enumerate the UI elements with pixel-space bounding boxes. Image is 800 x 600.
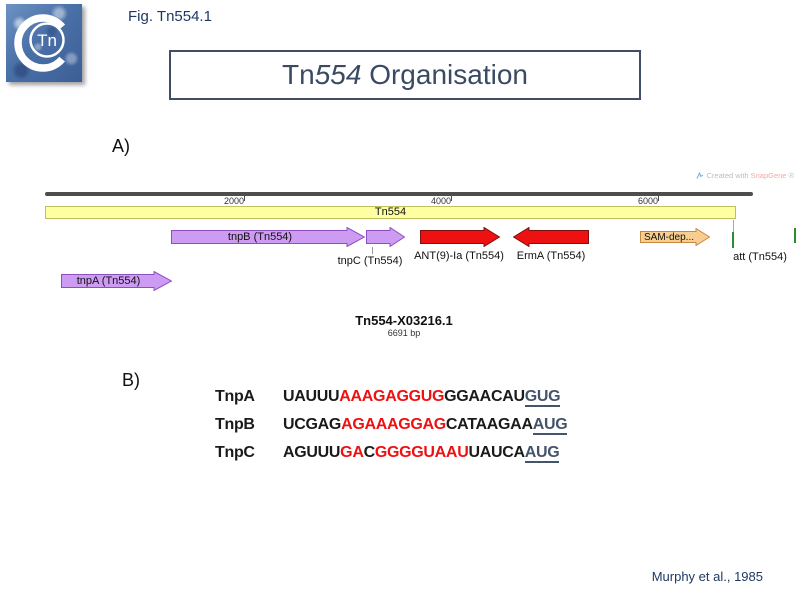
sequence-length-label: 6691 bp [387,328,421,338]
accession-label: Tn554-X03216.1 [355,313,453,328]
ruler-tick-4000: 4000 [431,195,453,206]
att-leader-line [733,220,734,232]
sequence-text: UCGAGAGAAAGGAGCATAAGAAAUG [283,416,568,435]
snapgene-watermark: Created with SnapGene ® [696,171,794,180]
sequence-text: AGUUUGACGGGGUAAUUAUCAAUG [283,444,560,463]
gene-arrow-sam: SAM-dep... [640,228,710,246]
tick-mark [244,195,246,201]
gene-arrow-tnpC [366,227,405,247]
sequence-segment: UAUUU [283,388,340,405]
gene-label-tnpB: tnpB (Tn554) [227,231,293,243]
sequence-row: TnpB UCGAGAGAAAGGAGCATAAGAAAUG [215,411,568,439]
sequence-segment: AGAAAGGAG [341,416,446,433]
tick-label: 4000 [431,196,452,206]
att-site-mark [732,232,734,248]
sequence-row: TnpC AGUUUGACGGGGUAAUUAUCAAUG [215,439,567,467]
logo-c-ring [14,14,72,72]
title-pre: Tn [282,59,315,90]
sequence-text: UAUUUAAAGAGGUGGGAACAUGUG [283,388,561,407]
gene-label-ant9: ANT(9)-Ia (Tn554) [414,250,504,262]
watermark-brand: SnapGene [750,171,787,180]
tick-label: 6000 [638,196,659,206]
right-edge-feature-mark [794,228,796,243]
title-post: Organisation [361,59,528,90]
gene-arrow-ermA [513,227,589,247]
gene-label-tnpA: tnpA (Tn554) [76,275,141,287]
sequence-segment: AAAGAGGUG [339,388,445,405]
map-ruler [45,192,753,196]
title-italic: 554 [314,59,362,90]
watermark-prefix: Created with [706,171,749,180]
snapgene-icon [697,171,704,179]
ruler-tick-2000: 2000 [224,195,246,206]
sequence-name: TnpB [215,416,255,433]
logo-tn-circle [29,22,65,58]
tick-label: 2000 [224,196,245,206]
ruler-tick-6000: 6000 [638,195,660,206]
tnpC-leader-line [372,247,373,254]
gene-arrow-ant9 [420,227,500,247]
gene-arrow-tnpA: tnpA (Tn554) [61,271,172,291]
slide-title: Tn554 Organisation [282,59,528,91]
sequence-row: TnpA UAUUUAAAGAGGUGGGAACAUGUG [215,383,567,411]
sequence-segment: GUG [524,388,561,407]
sequence-name: TnpA [215,388,255,405]
sequence-segment: AGUUU [283,444,341,461]
figure-number-label: Fig. Tn554.1 [128,8,212,25]
logo-icon: Tn [14,14,72,72]
gene-label-tnpC: tnpC (Tn554) [337,255,403,267]
gene-label-sam: SAM-dep... [643,231,695,243]
tn-central-logo: Tn [6,4,82,82]
sequence-name: TnpC [215,444,255,461]
backbone-label: Tn554 [374,206,407,218]
logo-tn-text: Tn [37,31,57,50]
gene-label-ermA: ErmA (Tn554) [516,250,586,262]
section-a-label: A) [112,136,130,156]
tick-mark [451,195,453,201]
sequence-segment: AUG [524,444,560,463]
citation: Murphy et al., 1985 [651,569,763,584]
sequence-segment: GGAACAU [444,388,525,405]
sequence-list: TnpA UAUUUAAAGAGGUGGGAACAUGUG TnpB UCGAGAGA… [215,383,568,467]
sequence-segment: CATAAGAA [445,416,533,433]
sequence-segment: GGGGUAAU [374,444,469,461]
slide-title-box: Tn554 Organisation [169,50,641,100]
backbone-bar: Tn554 [45,206,736,219]
section-b-label: B) [122,370,140,390]
tick-mark [658,195,660,201]
gene-label-att: att (Tn554) [733,251,787,263]
sequence-segment: AUG [532,416,568,435]
watermark-registered: ® [788,171,794,180]
sequence-segment: UAUCA [468,444,525,461]
sequence-segment: GA [340,444,364,461]
sequence-segment: UCGAG [283,416,342,433]
gene-arrow-tnpB: tnpB (Tn554) [171,227,365,247]
sequence-segment: C [363,444,376,461]
